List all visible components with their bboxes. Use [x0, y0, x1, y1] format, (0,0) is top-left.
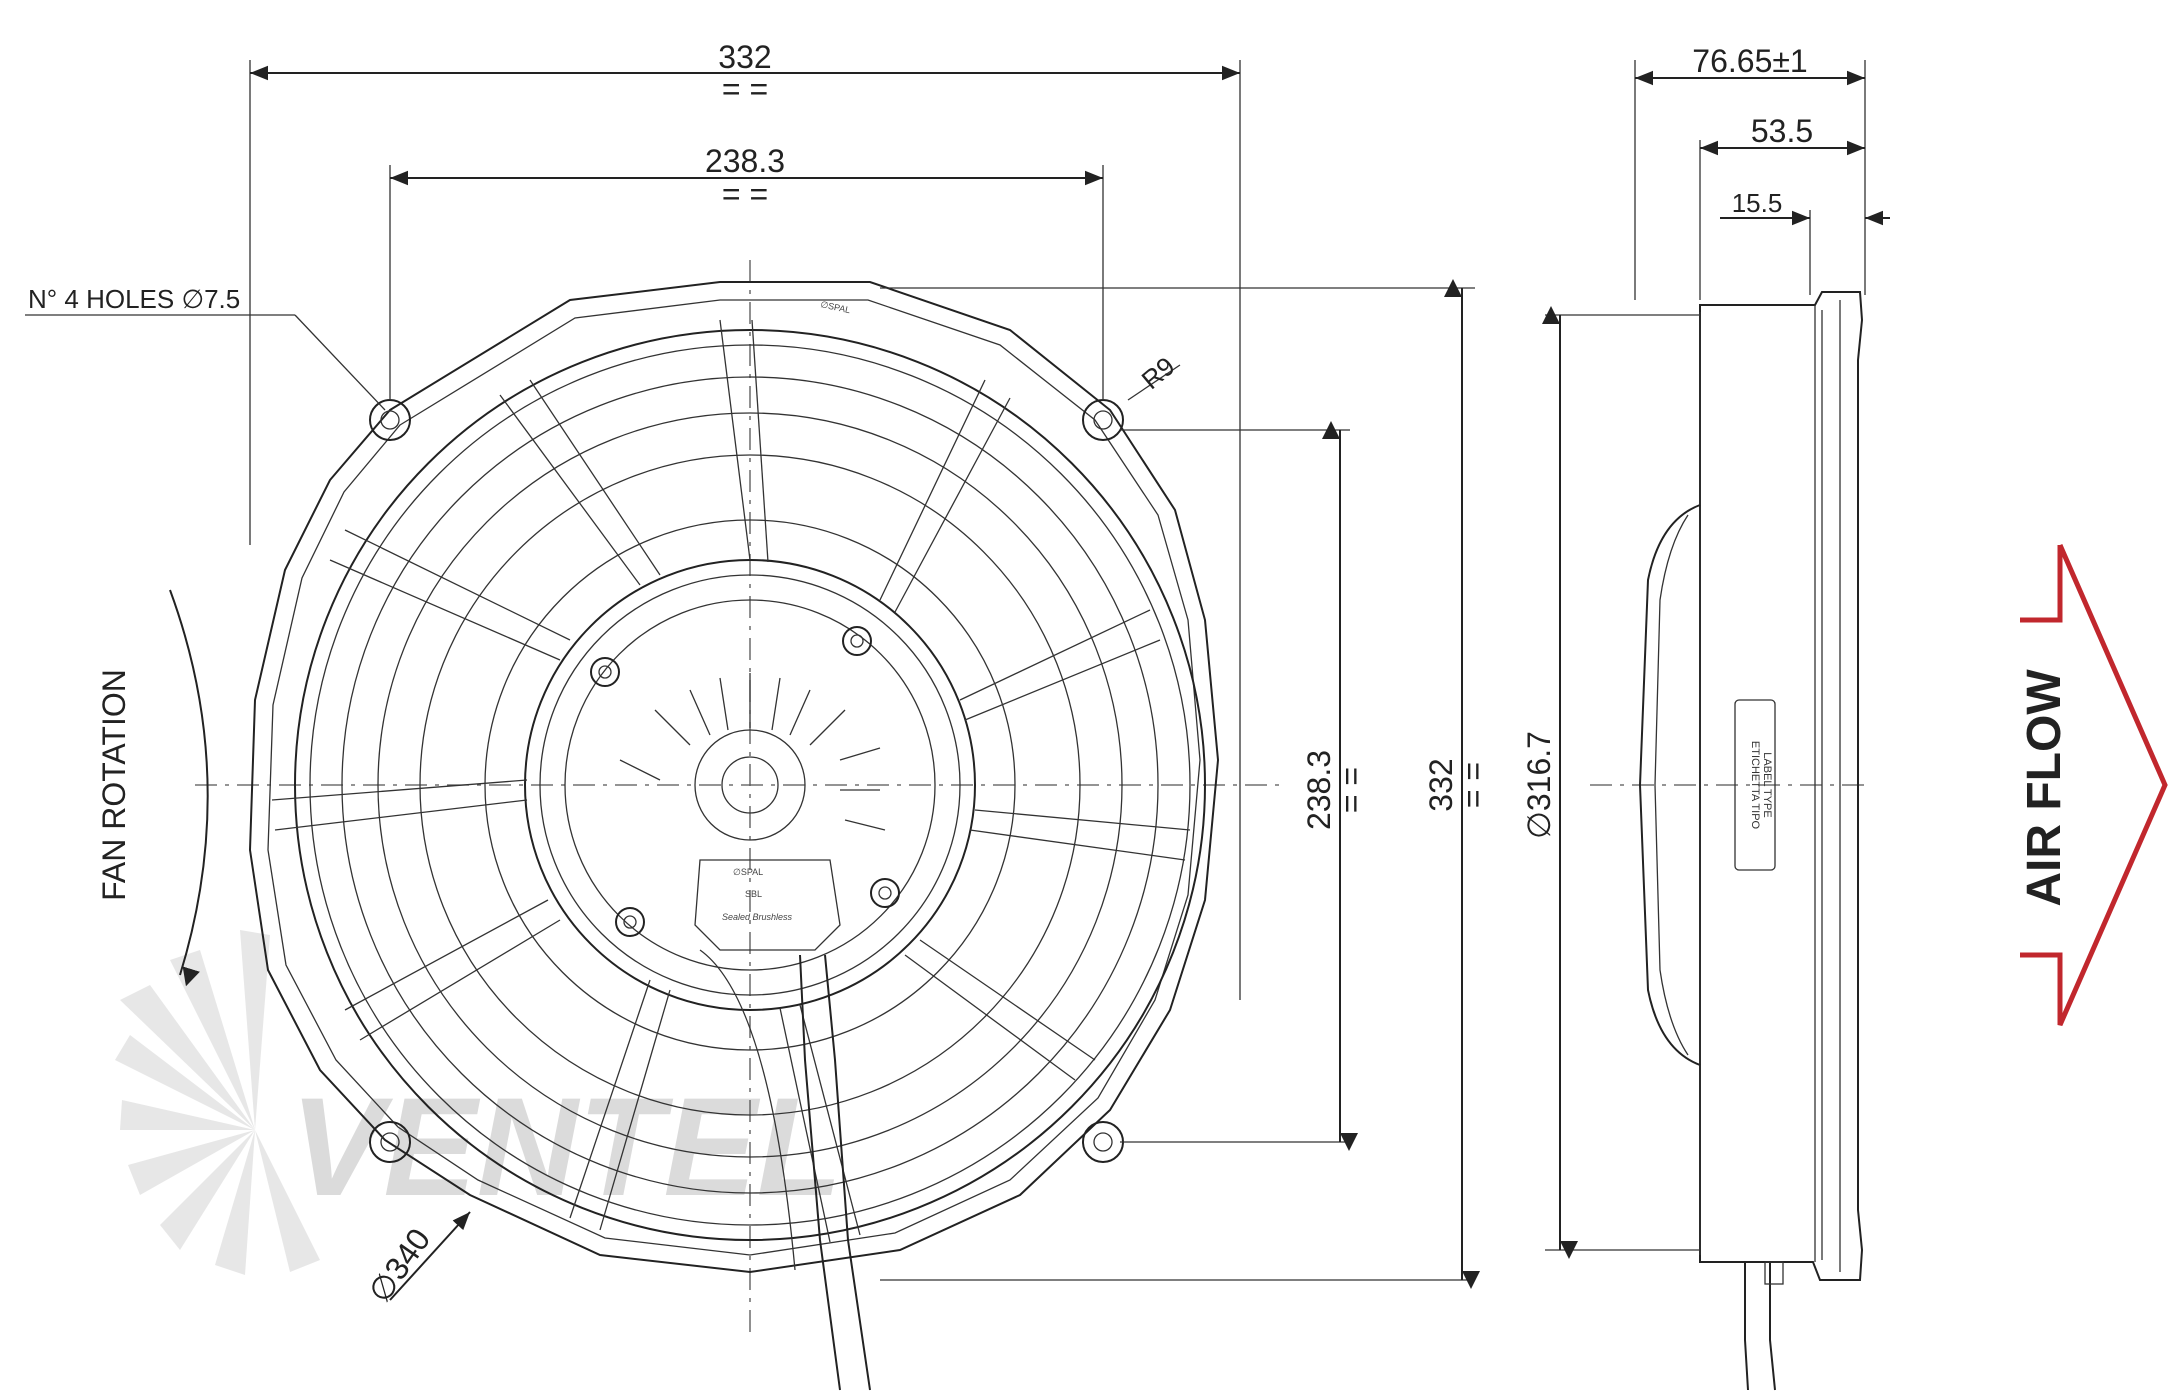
side-cable	[1744, 1261, 1784, 1391]
front-view-frame	[248, 281, 1220, 1274]
dim-hole-spacing-v: 238.3	[1301, 750, 1337, 830]
shroud-outline	[248, 281, 1220, 1274]
mounting-holes	[369, 399, 1124, 1163]
airflow-arrow	[2020, 543, 2168, 1027]
label-line1: ETICHETTA TIPO	[1749, 741, 1761, 830]
fan-rotation-indicator: FAN ROTATION	[96, 589, 209, 987]
side-view: ETICHETTA TIPO LABEL TYPE 76.65±1 53.5 1…	[1521, 43, 1890, 1391]
front-view-spokes	[271, 319, 1191, 1243]
front-dimensions: 332 = = 238.3 = = N° 4 HOLES ∅7.5 R9 238…	[25, 39, 1491, 1309]
watermark: VENTEL	[115, 930, 842, 1275]
hub-brand-plate: ∅SPAL SBL Sealed Brushless	[694, 859, 841, 951]
dim-depth-mid: 53.5	[1751, 113, 1813, 149]
hub-fins	[619, 673, 886, 831]
dim-height-overall-sym: = =	[1455, 762, 1491, 808]
hub-logo: Sealed Brushless	[722, 912, 793, 922]
dim-width-overall-sym: = =	[722, 71, 768, 107]
hub-brand: ∅SPAL	[733, 867, 763, 877]
side-hub	[1638, 504, 1701, 1066]
front-centerlines	[195, 260, 1870, 1340]
rim-brand: ∅SPAL	[820, 299, 852, 315]
watermark-fan-icon	[115, 930, 320, 1275]
label-placeholder: ETICHETTA TIPO LABEL TYPE	[1734, 699, 1776, 871]
dim-depth-overall: 76.65±1	[1692, 43, 1807, 79]
radius-note: R9	[1136, 351, 1181, 395]
dim-hole-spacing-h-sym: = =	[722, 176, 768, 212]
dim-swept-diameter: ∅340	[361, 1222, 437, 1309]
dim-width-overall: 332	[718, 39, 771, 75]
dim-hole-spacing-h: 238.3	[705, 143, 785, 179]
dim-height-overall: 332	[1423, 758, 1459, 811]
mounting-hole-top-left	[369, 399, 411, 441]
holes-note: N° 4 HOLES ∅7.5	[28, 284, 240, 314]
power-cable	[699, 949, 871, 1391]
hub-mark: SBL	[745, 889, 762, 899]
dim-hole-spacing-v-sym: = =	[1333, 767, 1369, 813]
airflow-indicator: AIR FLOW	[2018, 543, 2168, 1027]
mounting-hole-bottom-left	[369, 1121, 411, 1163]
dim-depth-flange: 15.5	[1732, 188, 1783, 218]
motor-screws	[590, 626, 900, 937]
fan-rotation-label: FAN ROTATION	[96, 669, 132, 901]
side-body	[1699, 291, 1864, 1281]
mounting-hole-bottom-right	[1082, 1121, 1124, 1163]
label-line2: LABEL TYPE	[1761, 752, 1773, 817]
airflow-label: AIR FLOW	[2018, 669, 2071, 907]
dim-side-diameter: ∅316.7	[1521, 731, 1557, 839]
